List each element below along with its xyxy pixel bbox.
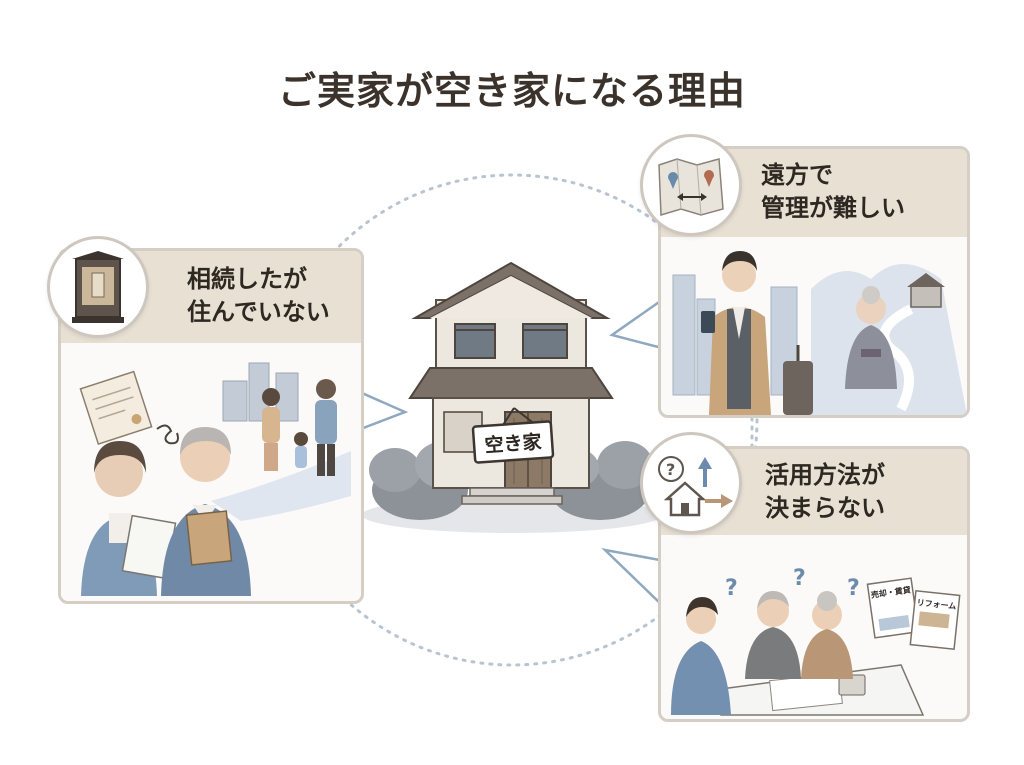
distance-illustration xyxy=(672,251,967,415)
svg-text:?: ? xyxy=(847,576,860,601)
badge-house-options: ? xyxy=(640,432,742,534)
badge-map xyxy=(640,134,742,236)
vacant-house-sign: 空き家 xyxy=(471,407,555,464)
consultant-figure xyxy=(671,597,731,715)
panel-title-line2: 住んでいない xyxy=(187,298,330,326)
woman-figure xyxy=(81,441,177,596)
panel-title: 活用方法が 決まらない xyxy=(765,459,885,525)
panel-title-line2: 管理が難しい xyxy=(761,194,905,222)
elderly-woman-figure xyxy=(801,591,853,679)
discussion-illustration: ? ? ? 売却・賃貸 リフォーム xyxy=(671,566,961,716)
elderly-man-figure xyxy=(745,591,801,679)
elderly-woman-figure xyxy=(845,286,897,389)
house xyxy=(408,261,614,505)
svg-text:?: ? xyxy=(793,566,806,591)
documents: 売却・賃貸 リフォーム xyxy=(866,577,961,650)
family-group xyxy=(262,379,337,476)
butsudan-icon xyxy=(72,251,124,323)
panel-title: 相続したが 住んでいない xyxy=(187,263,330,329)
panel-title-line1: 活用方法が xyxy=(765,461,885,489)
businessman-figure xyxy=(701,251,813,415)
svg-text:?: ? xyxy=(666,460,675,479)
map-icon xyxy=(658,158,724,216)
panel-inherited-not-living: 相続したが 住んでいない xyxy=(58,248,364,604)
family-illustration xyxy=(79,362,351,596)
badge-butsudan xyxy=(47,236,149,338)
panel-title: 遠方で 管理が難しい xyxy=(761,159,905,225)
panel-title-line1: 遠方で xyxy=(761,161,833,189)
dotted-circle xyxy=(265,173,759,667)
svg-text:?: ? xyxy=(725,576,738,601)
pointer-bottom-right xyxy=(601,548,664,609)
pointer-top-right xyxy=(609,297,664,350)
page-title: ご実家が空き家になる理由 xyxy=(277,69,746,113)
sign-label: 空き家 xyxy=(484,430,543,457)
document-label: リフォーム xyxy=(916,598,956,611)
panel-title-line1: 相続したが xyxy=(187,265,307,293)
house-options-icon: ? xyxy=(658,456,733,517)
man-figure xyxy=(161,427,251,596)
panel-title-line2: 決まらない xyxy=(765,494,885,522)
